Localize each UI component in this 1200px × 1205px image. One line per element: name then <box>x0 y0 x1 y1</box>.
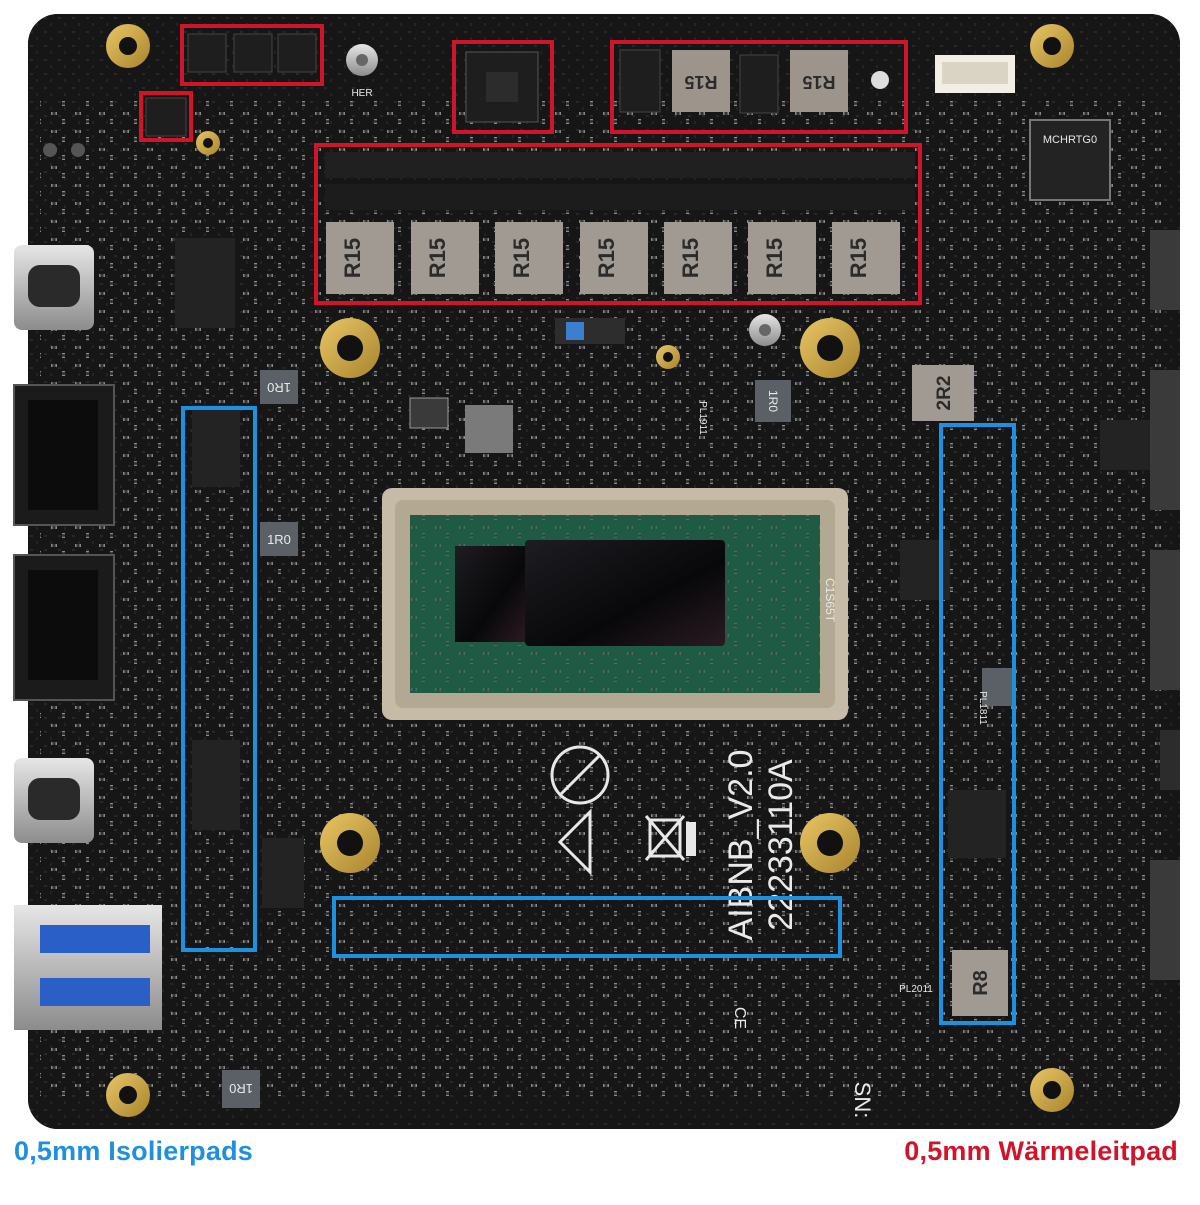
label-r8: R8 <box>970 970 992 996</box>
inductor-label-6: R15 <box>762 238 787 278</box>
cpu-package: C1S65T <box>382 488 848 720</box>
thermal-pad-top-inductors <box>610 40 908 134</box>
small-inductors: 1R0 1R0 1R0 1R0 2R2 R8 <box>222 365 1012 1108</box>
io-connectors-left <box>13 143 162 1030</box>
board-model: AIBNB_V2.0 <box>722 750 760 941</box>
chips <box>175 238 1150 908</box>
top-inductor-label-2: R15 <box>802 72 835 92</box>
inductor-label-5: R15 <box>678 238 703 278</box>
mchrtg0-chip: MCHRTG0 <box>1029 119 1111 201</box>
label-1r0-mid: 1R0 <box>766 390 780 412</box>
label-2r2: 2R2 <box>934 376 955 411</box>
vrm-mosfet-row <box>325 152 915 210</box>
thermal-pad-top-left <box>180 24 324 86</box>
board-part-no: 22233110A <box>762 759 800 931</box>
insulation-pad-caption: 0,5mm Isolierpads <box>14 1136 254 1166</box>
mounting-holes <box>106 24 1074 1117</box>
ref-pl1811: PL1811 <box>977 691 988 725</box>
ref-her: HER <box>351 88 372 99</box>
inductor-label-1: R15 <box>340 238 365 278</box>
inductor-label-7: R15 <box>846 238 871 278</box>
thermal-pad-caption: 0,5mm Wärmeleitpad <box>904 1136 1178 1166</box>
io-connectors-right <box>935 55 1180 980</box>
thermal-pad-vrm-row <box>314 143 922 305</box>
thermal-pad-small-left <box>139 91 193 142</box>
insulation-pad-bottom <box>332 896 842 958</box>
chip-marking: MCHRTG0 <box>1043 134 1097 146</box>
label-1r0-b: 1R0 <box>267 532 291 547</box>
ref-ce: CE <box>731 1007 748 1029</box>
ref-pl1911: PL1911 <box>697 401 708 435</box>
top-inductor-label-1: R15 <box>684 72 717 92</box>
r15-inductor-row: R15 R15 R15 R15 R15 R15 R15 <box>326 222 900 294</box>
insulation-pad-left <box>181 406 257 952</box>
thermal-pad-outlines <box>139 24 922 305</box>
label-1r0-c: 1R0 <box>229 1081 253 1096</box>
top-inductors: R15 R15 <box>619 49 889 114</box>
board-sn-label: SN: <box>850 1082 875 1119</box>
cpu-marking: C1S65T <box>823 578 837 623</box>
board-silkscreen: AIBNB_V2.0 22233110A SN: HER PL1911 PL20… <box>351 88 988 1118</box>
inductor-label-2: R15 <box>425 238 450 278</box>
insulation-pad-right <box>939 423 1016 1025</box>
inductor-label-4: R15 <box>594 238 619 278</box>
label-1r0-a: 1R0 <box>267 380 291 395</box>
thermal-pad-controller <box>452 40 554 134</box>
vrm-mosfets <box>145 33 539 137</box>
insulation-pad-outlines <box>181 406 1016 1025</box>
inductor-label-3: R15 <box>509 238 534 278</box>
ref-pl2011: PL2011 <box>899 984 933 995</box>
